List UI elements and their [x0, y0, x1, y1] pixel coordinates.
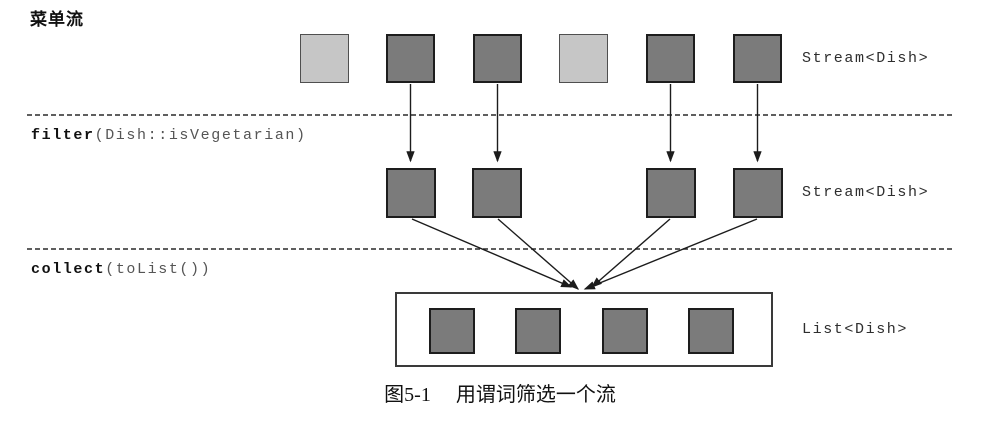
collect-arrows [411, 218, 758, 290]
dish-square-other [559, 34, 608, 83]
filter-args: (Dish::isVegetarian) [94, 127, 307, 144]
dish-square-vegetarian [733, 34, 782, 83]
source-stream-type-label: Stream<Dish> [802, 50, 930, 67]
dish-square-vegetarian [386, 168, 436, 218]
menu-stream-title: 菜单流 [30, 10, 84, 29]
collect-keyword: collect [31, 261, 106, 278]
filter-keyword: filter [31, 127, 95, 144]
filter-arrows [406, 84, 762, 163]
figure-number: 图5-1 [384, 384, 431, 406]
figure-caption-text: 用谓词筛选一个流 [455, 384, 616, 406]
figure-caption: 图5-1 用谓词筛选一个流 [0, 378, 1000, 407]
dish-square-vegetarian [386, 34, 435, 83]
collect-args: (toList()) [105, 261, 212, 278]
dish-square-vegetarian [429, 308, 475, 354]
dish-square-vegetarian [473, 34, 522, 83]
dish-square-vegetarian [646, 34, 695, 83]
filtered-stream-type-label: Stream<Dish> [802, 184, 930, 201]
dish-square-vegetarian [733, 168, 783, 218]
filter-operation-label: filter(Dish::isVegetarian) [31, 127, 307, 144]
dish-square-vegetarian [602, 308, 648, 354]
dish-square-vegetarian [688, 308, 734, 354]
collect-operation-label: collect(toList()) [31, 261, 211, 278]
dish-square-vegetarian [515, 308, 561, 354]
dish-square-other [300, 34, 349, 83]
dish-square-vegetarian [646, 168, 696, 218]
list-type-label: List<Dish> [802, 321, 909, 338]
dish-square-vegetarian [472, 168, 522, 218]
